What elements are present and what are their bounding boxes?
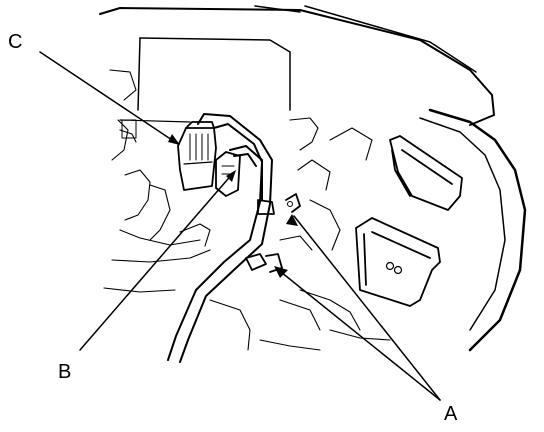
housing-outline	[99, 5, 527, 352]
vent-lower	[355, 217, 441, 307]
callout-b: B	[58, 361, 72, 383]
callout-a: A	[444, 403, 458, 425]
connector-c	[177, 121, 217, 191]
arrowheads	[168, 134, 298, 278]
vent-upper	[389, 135, 463, 211]
background-detail	[103, 69, 391, 351]
callout-c: C	[8, 31, 23, 53]
leader-lines	[39, 51, 441, 401]
clip-upper	[257, 193, 301, 215]
wire-harness	[167, 113, 273, 363]
